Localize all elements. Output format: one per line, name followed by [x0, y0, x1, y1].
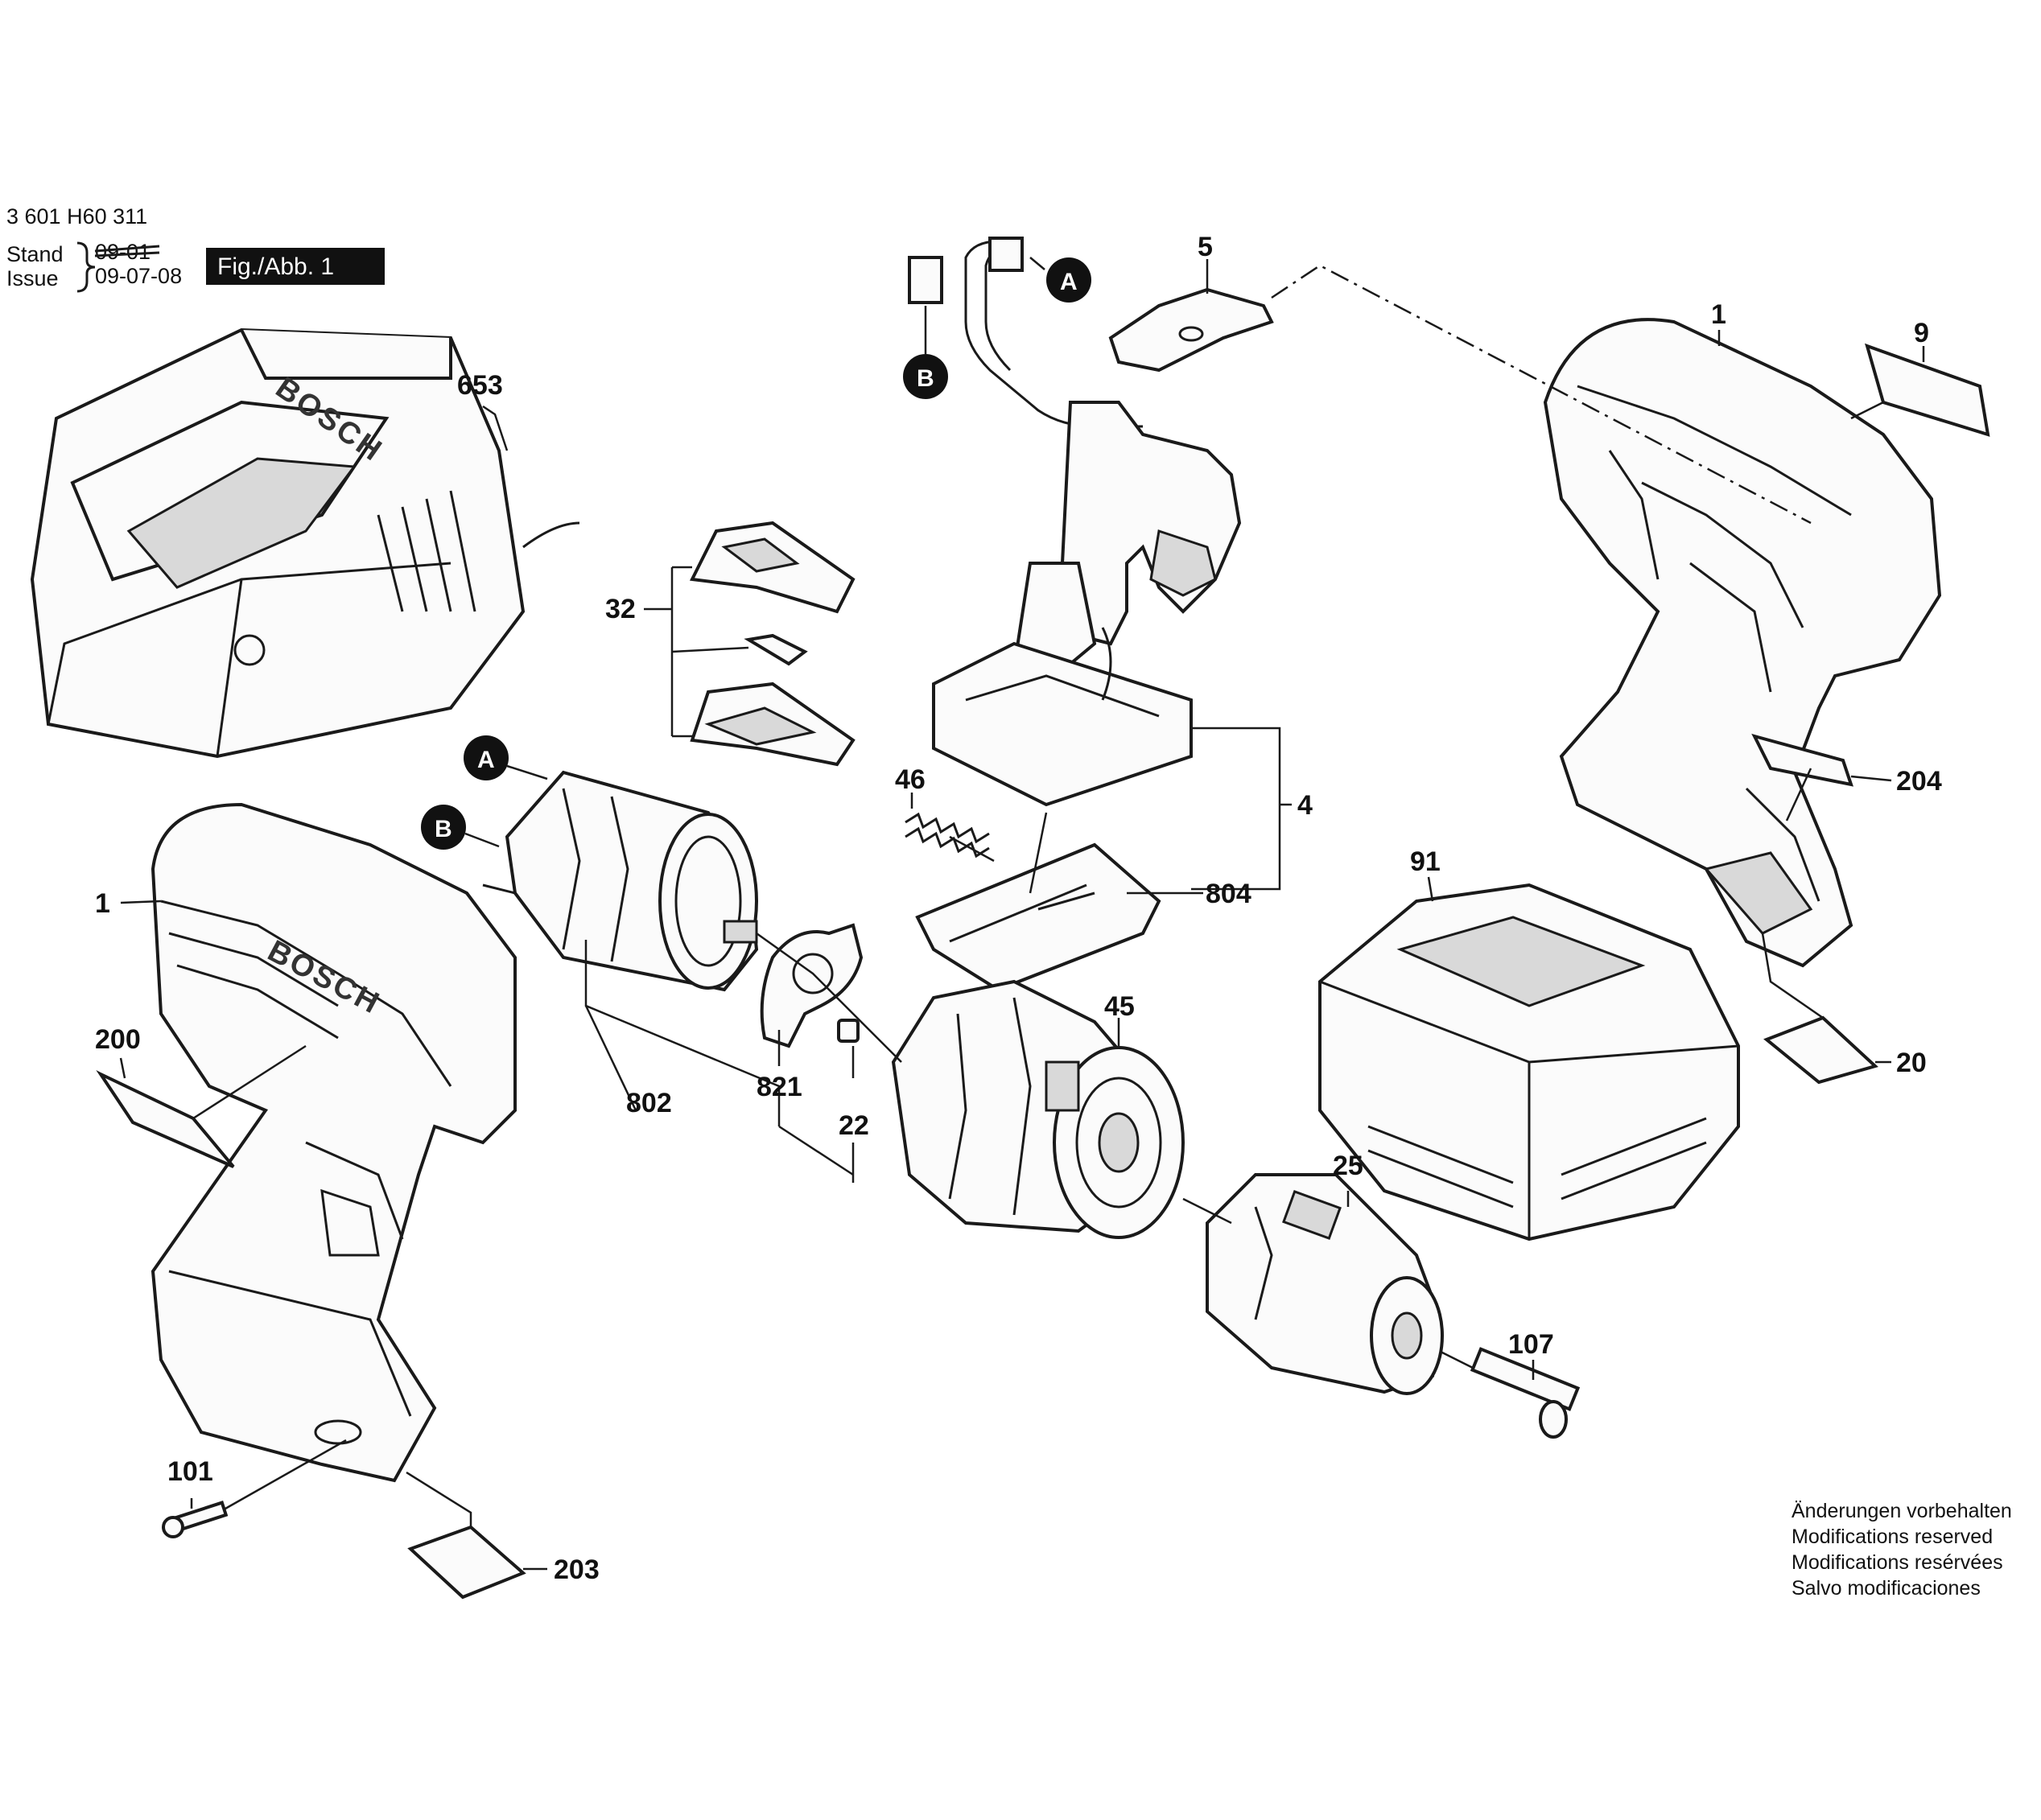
chuck-25 [1206, 1173, 1444, 1395]
disclaimer-notes: Änderungen vorbehalten Modifications res… [1792, 1498, 2012, 1601]
label-20: 20 [1896, 1048, 1927, 1078]
label-200: 200 [95, 1024, 141, 1055]
issue-label: Issue [6, 266, 59, 290]
circuit-board-804 [915, 842, 1161, 992]
label-45: 45 [1104, 991, 1135, 1022]
figure-label: Fig./Abb. 1 [217, 253, 334, 280]
label-107: 107 [1508, 1329, 1554, 1360]
note-spanish: Salvo modificaciones [1792, 1577, 1981, 1600]
label-22: 22 [839, 1110, 869, 1141]
label-sheet-9 [1865, 343, 1990, 437]
part-labels: 653 1 200 101 203 32 802 821 22 5 46 4 8… [95, 232, 1942, 1585]
motor-802 [482, 770, 759, 992]
part-number: 3 601 H60 311 [6, 204, 147, 229]
strike-through-mark [94, 245, 160, 257]
screw-107 [1470, 1347, 1581, 1439]
label-46: 46 [895, 764, 926, 795]
label-25: 25 [1333, 1151, 1363, 1181]
label-9: 9 [1914, 318, 1929, 348]
wire-harness [908, 237, 1143, 428]
issue-date: 09-07-08 [95, 264, 182, 288]
housing-right-1 [1543, 318, 1942, 968]
label-804: 804 [1206, 879, 1251, 909]
screw-22 [837, 1019, 860, 1043]
marker-b-top [903, 354, 948, 399]
marker-b-motor [421, 805, 466, 850]
stand-label: Stand [6, 242, 64, 266]
label-91: 91 [1410, 846, 1441, 877]
marker-a-motor-text: A [477, 747, 495, 773]
label-sheet-200 [96, 1070, 235, 1168]
reference-markers: A B A B [421, 257, 1091, 850]
label-101: 101 [167, 1456, 213, 1487]
label-821: 821 [757, 1072, 802, 1102]
leader-lines [119, 259, 1925, 1571]
marker-a-top-text: A [1060, 269, 1078, 295]
housing-left-1: BOSCH [150, 802, 517, 1483]
switch-assembly-4 [932, 401, 1242, 807]
gearbox-45 [891, 979, 1185, 1239]
figure-label-box [206, 248, 385, 285]
marker-a-top [1046, 257, 1091, 303]
marker-b-motor-text: B [435, 816, 452, 842]
label-sheet-203 [407, 1525, 526, 1600]
label-sheet-204 [1751, 733, 1853, 787]
note-english: Modifications reserved [1792, 1526, 1994, 1548]
charger-653: BOSCH [30, 327, 580, 759]
switch-bracket-5 [1108, 287, 1274, 373]
label-802: 802 [626, 1088, 672, 1118]
header-brace [76, 241, 96, 293]
label-1-left: 1 [95, 888, 110, 919]
label-204: 204 [1896, 766, 1942, 797]
switch-cover-32 [689, 521, 856, 767]
label-sheet-20 [1763, 1015, 1878, 1085]
note-french: Modifications resérvées [1792, 1551, 2003, 1574]
label-4: 4 [1297, 790, 1313, 821]
label-32: 32 [605, 594, 636, 624]
header-block: 3 601 H60 311 Stand Issue 09-01 09-07-08… [6, 204, 385, 293]
label-5: 5 [1198, 232, 1213, 262]
spring-46 [905, 812, 990, 859]
note-german: Änderungen vorbehalten [1792, 1500, 2012, 1522]
label-653: 653 [457, 370, 503, 401]
screw-101 [162, 1501, 229, 1538]
marker-a-motor [464, 735, 509, 780]
battery-pack-91 [1318, 883, 1740, 1241]
stand-date-struck: 09-01 [95, 240, 150, 264]
label-1-right: 1 [1711, 299, 1726, 330]
marker-b-top-text: B [917, 365, 934, 392]
assembly-axis-dash [1271, 264, 1812, 525]
label-203: 203 [554, 1554, 600, 1585]
